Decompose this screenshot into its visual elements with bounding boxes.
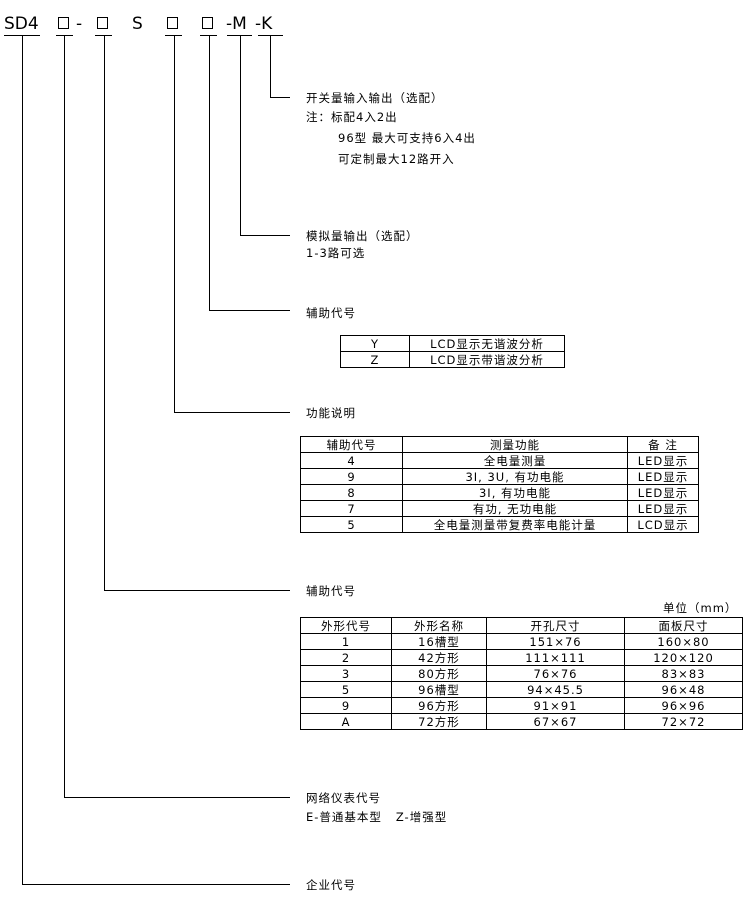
table-cell: 3I, 有功电能 bbox=[402, 484, 628, 501]
table-cell: 16槽型 bbox=[391, 633, 487, 650]
model-code-prefix: SD4 bbox=[4, 14, 39, 34]
aux-code-display-title: 辅助代号 bbox=[306, 306, 356, 320]
table-cell: 80方形 bbox=[391, 665, 487, 682]
model-code-k: -K bbox=[255, 14, 273, 34]
table-cell: 3 bbox=[300, 665, 392, 682]
column-header: 面板尺寸 bbox=[624, 617, 743, 634]
column-header: 外形代号 bbox=[300, 617, 392, 634]
code-slot-box-4 bbox=[202, 17, 213, 29]
meter-code-desc: E-普通基本型 Z-增强型 bbox=[306, 810, 448, 824]
table-cell: LED显示 bbox=[627, 452, 699, 469]
analog-output-title: 模拟量输出（选配） bbox=[306, 229, 419, 243]
table-cell: 9 bbox=[300, 697, 392, 714]
table-cell: 4 bbox=[300, 452, 403, 469]
table-cell: 96槽型 bbox=[391, 681, 487, 698]
code-slot-box-3 bbox=[167, 17, 178, 29]
table-cell: A bbox=[300, 713, 392, 730]
table-cell: 1 bbox=[300, 633, 392, 650]
function-desc-title: 功能说明 bbox=[306, 406, 356, 420]
table-cell: LED显示 bbox=[627, 500, 699, 517]
meter-code-title: 网络仪表代号 bbox=[306, 791, 381, 805]
column-header: 外形名称 bbox=[391, 617, 487, 634]
model-code-s: S bbox=[132, 14, 143, 34]
table-cell: 5 bbox=[300, 516, 403, 533]
table-cell: 全电量测量带复费率电能计量 bbox=[402, 516, 628, 533]
column-header: 开孔尺寸 bbox=[486, 617, 625, 634]
table-cell: LCD显示带谐波分析 bbox=[409, 351, 565, 368]
table-cell: 72×72 bbox=[624, 713, 743, 730]
table-cell: 91×91 bbox=[486, 697, 625, 714]
table-cell: LED显示 bbox=[627, 484, 699, 501]
table-cell: 3I, 3U, 有功电能 bbox=[402, 468, 628, 485]
column-header: 辅助代号 bbox=[300, 436, 403, 453]
code-slot-box-2 bbox=[97, 17, 108, 29]
shape-code-unit: 单位（mm） bbox=[663, 601, 738, 615]
shape-code-title: 辅助代号 bbox=[306, 584, 356, 598]
table-cell: Z bbox=[340, 351, 410, 368]
table-cell: 有功, 无功电能 bbox=[402, 500, 628, 517]
table-cell: 94×45.5 bbox=[486, 681, 625, 698]
switch-io-note-1: 注：标配4入2出 bbox=[306, 110, 398, 124]
model-code-dash: - bbox=[76, 14, 83, 34]
switch-io-title: 开关量输入输出（选配） bbox=[306, 91, 444, 105]
table-cell: 5 bbox=[300, 681, 392, 698]
table-cell: 7 bbox=[300, 500, 403, 517]
code-slot-box-1 bbox=[58, 17, 69, 29]
table-cell: 111×111 bbox=[486, 649, 625, 666]
table-cell: 160×80 bbox=[624, 633, 743, 650]
table-cell: Y bbox=[340, 335, 410, 352]
table-cell: LCD显示 bbox=[627, 516, 699, 533]
table-cell: 151×76 bbox=[486, 633, 625, 650]
table-cell: 42方形 bbox=[391, 649, 487, 666]
table-cell: 96×96 bbox=[624, 697, 743, 714]
table-cell: 83×83 bbox=[624, 665, 743, 682]
switch-io-note-2: 96型 最大可支持6入4出 bbox=[338, 131, 476, 145]
table-cell: 96×48 bbox=[624, 681, 743, 698]
table-cell: 全电量测量 bbox=[402, 452, 628, 469]
column-header: 测量功能 bbox=[402, 436, 628, 453]
table-cell: 96方形 bbox=[391, 697, 487, 714]
table-cell: 67×67 bbox=[486, 713, 625, 730]
switch-io-note-3: 可定制最大12路开入 bbox=[338, 152, 455, 166]
column-header: 备 注 bbox=[627, 436, 699, 453]
table-cell: 76×76 bbox=[486, 665, 625, 682]
table-cell: 2 bbox=[300, 649, 392, 666]
model-code-m: -M bbox=[226, 14, 247, 34]
table-cell: LED显示 bbox=[627, 468, 699, 485]
table-cell: 72方形 bbox=[391, 713, 487, 730]
table-cell: 8 bbox=[300, 484, 403, 501]
company-code-title: 企业代号 bbox=[306, 878, 356, 892]
table-cell: 120×120 bbox=[624, 649, 743, 666]
table-cell: 9 bbox=[300, 468, 403, 485]
table-cell: LCD显示无谐波分析 bbox=[409, 335, 565, 352]
analog-output-desc: 1-3路可选 bbox=[306, 246, 366, 260]
